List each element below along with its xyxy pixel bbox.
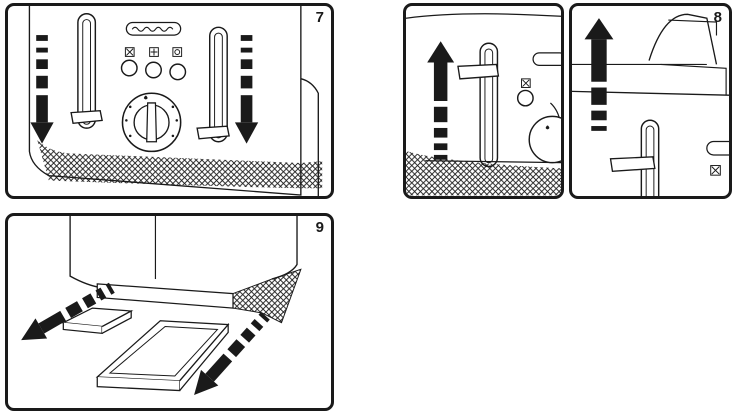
cancel-icon bbox=[124, 47, 135, 57]
browning-dial-icon bbox=[121, 92, 182, 153]
lever-down-arrow-left bbox=[30, 35, 54, 144]
lever-up-arrow bbox=[584, 18, 614, 131]
step-7-illustration bbox=[28, 6, 323, 196]
step-number: 9 bbox=[315, 219, 324, 236]
pull-out-arrow-left bbox=[21, 282, 115, 341]
step-7-panel: 7 bbox=[5, 3, 334, 199]
brand-logo bbox=[125, 21, 182, 36]
defrost-button bbox=[145, 61, 162, 79]
step-9-panel: 9 bbox=[5, 213, 334, 411]
lever-up-arrow bbox=[427, 41, 455, 160]
defrost-icon bbox=[149, 47, 159, 57]
step-9-illustration bbox=[21, 216, 302, 395]
step-8-illustration-right bbox=[572, 13, 729, 196]
step-8-illustration-left bbox=[406, 13, 561, 196]
step-8-panel-right: 8 bbox=[569, 3, 732, 199]
reheat-icon bbox=[172, 47, 183, 57]
cancel-button bbox=[120, 59, 138, 77]
step-number: 8 bbox=[713, 9, 722, 26]
reheat-button bbox=[169, 63, 187, 81]
step-number: 7 bbox=[315, 9, 324, 26]
step-8-panel-left bbox=[403, 3, 564, 199]
pull-out-arrow-right bbox=[194, 311, 270, 395]
toast-slice bbox=[648, 13, 718, 65]
lever-down-arrow-right bbox=[234, 35, 259, 144]
